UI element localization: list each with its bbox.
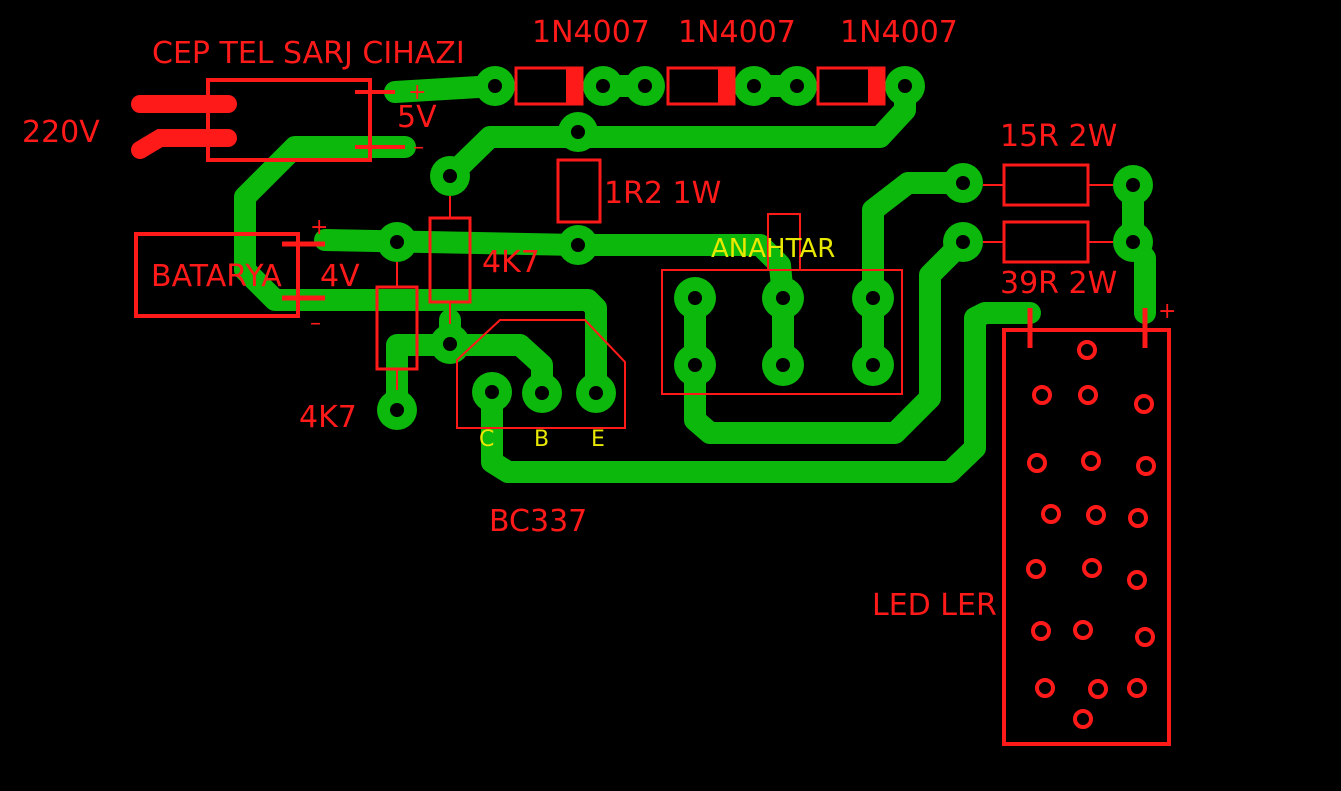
battery-label: BATARYA bbox=[151, 259, 282, 294]
trace-base bbox=[386, 334, 553, 421]
diode3-band bbox=[868, 68, 884, 104]
charger-outline bbox=[206, 78, 372, 162]
v5-label: 5V bbox=[397, 100, 437, 135]
battery-plus-label: + bbox=[310, 215, 328, 240]
labels: CEP TEL SARJ CIHAZI 220V 5V + – 1N4007 1… bbox=[22, 15, 1176, 623]
diode1-band bbox=[566, 68, 582, 104]
silkscreen bbox=[131, 66, 1171, 746]
led-board-outline bbox=[1002, 328, 1171, 746]
trace-switch-39r bbox=[684, 231, 974, 444]
r15-body bbox=[1002, 163, 1090, 207]
trace-collector bbox=[481, 302, 1041, 483]
trace-battery-plus bbox=[314, 229, 589, 256]
diode2-label: 1N4007 bbox=[678, 15, 796, 50]
r1r2-body bbox=[556, 158, 602, 224]
pin-e-label: E bbox=[591, 427, 605, 452]
mains-pin-bottom bbox=[131, 129, 237, 159]
pin-c-label: C bbox=[479, 427, 494, 452]
led-plus-label: + bbox=[1158, 299, 1176, 324]
diode2-band bbox=[718, 68, 734, 104]
trace-negative-loop bbox=[234, 136, 607, 403]
leds-label: LED LER bbox=[872, 588, 997, 623]
switch-actuator bbox=[767, 213, 801, 271]
diode1-label: 1N4007 bbox=[532, 15, 650, 50]
switch-label: ANAHTAR bbox=[711, 234, 835, 264]
r4k7-top-label: 4K7 bbox=[482, 245, 540, 280]
v4-label: 4V bbox=[320, 259, 360, 294]
battery-minus-label: – bbox=[310, 311, 321, 336]
r39-label: 39R 2W bbox=[1000, 266, 1117, 301]
transistor-outline bbox=[456, 319, 626, 429]
battery-leads bbox=[282, 241, 325, 301]
r1r2-label: 1R2 1W bbox=[604, 176, 721, 211]
v220-label: 220V bbox=[22, 115, 100, 150]
charger-leads bbox=[355, 90, 405, 149]
charger-minus-label: – bbox=[413, 135, 424, 160]
charger-label: CEP TEL SARJ CIHAZI bbox=[152, 36, 465, 71]
r39-body bbox=[1002, 220, 1090, 264]
trace-top-rail bbox=[439, 75, 916, 187]
pin-b-label: B bbox=[534, 427, 549, 452]
r15-label: 15R 2W bbox=[1000, 119, 1117, 154]
charger-plus-label: + bbox=[408, 80, 426, 105]
copper-pads bbox=[377, 66, 1153, 430]
trace-switch-15r bbox=[862, 172, 974, 309]
r4k7-bottom-label: 4K7 bbox=[299, 400, 357, 435]
transistor-label: BC337 bbox=[489, 504, 587, 539]
battery-outline bbox=[134, 232, 300, 318]
diode3-label: 1N4007 bbox=[840, 15, 958, 50]
led-holes bbox=[1026, 340, 1156, 729]
